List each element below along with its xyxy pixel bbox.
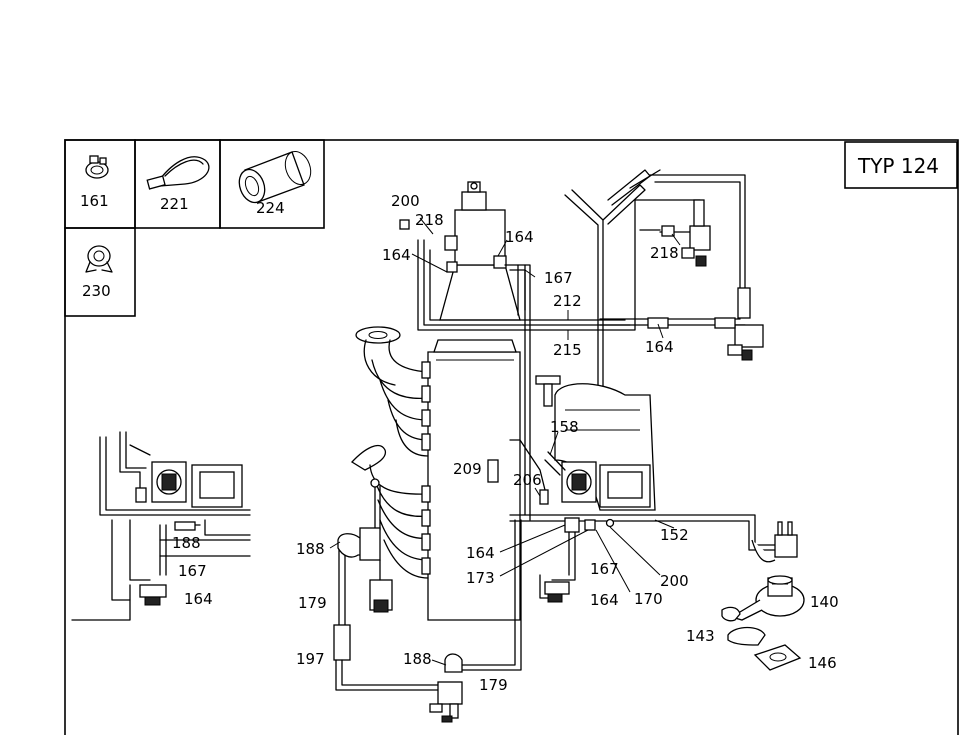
resistor-209 xyxy=(487,459,499,483)
exhaust-manifold xyxy=(355,326,431,457)
legend-number: 224 xyxy=(256,199,285,217)
throttle-body xyxy=(561,461,651,508)
callout-200: 200 xyxy=(391,192,420,210)
callout-152: 152 xyxy=(660,526,689,544)
vacuum-valve-top-right xyxy=(661,199,711,267)
leader-lines xyxy=(329,217,681,666)
exhaust-manifold-lower xyxy=(350,445,431,579)
callout-164: 164 xyxy=(466,544,495,562)
callout-188: 188 xyxy=(172,534,201,552)
vacuum-valve-right xyxy=(647,287,764,361)
air-intake-housing xyxy=(439,181,521,321)
engine-block xyxy=(427,339,521,621)
check-valve-200 xyxy=(399,219,410,230)
model-label-box: TYP 124 xyxy=(844,141,958,189)
callout-188: 188 xyxy=(296,540,325,558)
callout-164: 164 xyxy=(184,590,213,608)
legend-number: 161 xyxy=(80,192,109,210)
callout-167: 167 xyxy=(544,269,573,287)
hose-clamp-icon xyxy=(85,155,109,179)
callout-218: 218 xyxy=(650,244,679,262)
throttle-body-inset xyxy=(151,461,243,508)
callout-167: 167 xyxy=(178,562,207,580)
callout-164: 164 xyxy=(382,246,411,264)
callout-179: 179 xyxy=(479,676,508,694)
cable-tie-icon xyxy=(146,156,210,190)
callout-188: 188 xyxy=(403,650,432,668)
switchover-valve xyxy=(751,521,798,563)
callout-212: 212 xyxy=(553,292,582,310)
callout-200: 200 xyxy=(660,572,689,590)
vacuum-pump-assembly xyxy=(721,575,805,671)
callout-140: 140 xyxy=(810,593,839,611)
vacuum-actuator-left xyxy=(337,478,393,613)
legend-number: 221 xyxy=(160,195,189,213)
callout-197: 197 xyxy=(296,650,325,668)
callout-179: 179 xyxy=(298,594,327,612)
drawing-frame xyxy=(64,139,959,735)
legend-table: 161 221 224 230 xyxy=(64,139,325,317)
callout-206: 206 xyxy=(513,471,542,489)
callout-218: 218 xyxy=(415,211,444,229)
callout-215: 215 xyxy=(553,341,582,359)
vacuum-valve-bottom xyxy=(429,653,463,723)
callout-164: 164 xyxy=(590,591,619,609)
hose-sleeve-icon xyxy=(238,151,312,204)
callout-164: 164 xyxy=(645,338,674,356)
model-label: TYP 124 xyxy=(857,154,939,178)
legend-number: 230 xyxy=(82,282,111,300)
callout-164: 164 xyxy=(505,228,534,246)
callout-146: 146 xyxy=(808,654,837,672)
spring-clip-icon xyxy=(85,245,113,273)
inset-vacuum-lines xyxy=(71,431,251,621)
callout-170: 170 xyxy=(634,590,663,608)
callout-158: 158 xyxy=(550,418,579,436)
callout-209: 209 xyxy=(453,460,482,478)
callout-labels: 200 218 164 164 167 212 215 218 164 158 … xyxy=(172,192,839,694)
callout-143: 143 xyxy=(686,627,715,645)
callout-167: 167 xyxy=(590,560,619,578)
callout-173: 173 xyxy=(466,569,495,587)
